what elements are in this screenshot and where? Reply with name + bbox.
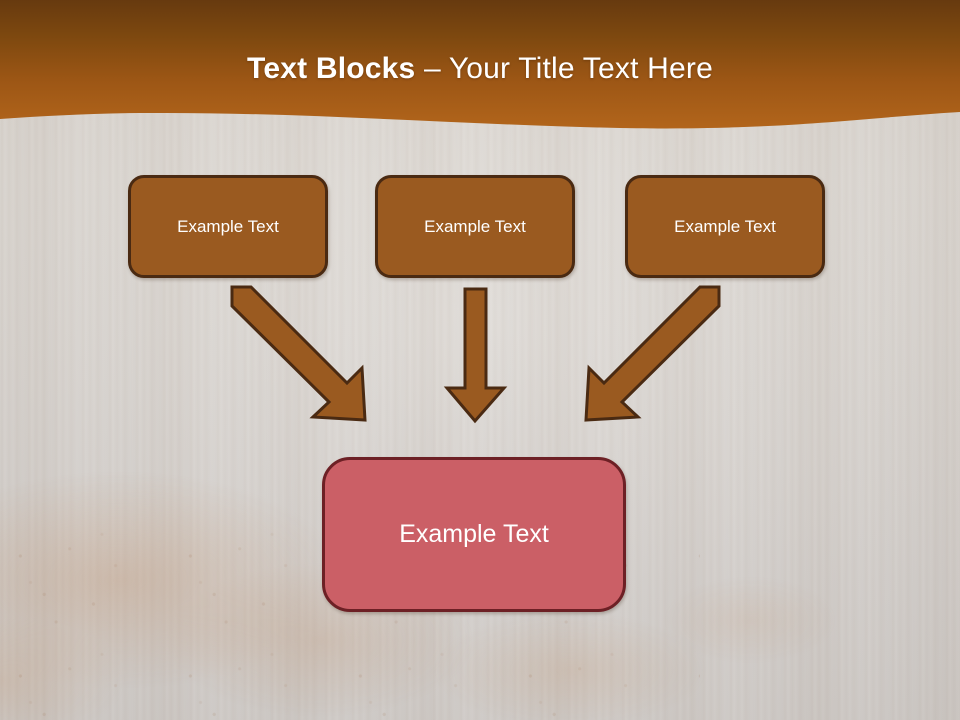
title-banner-shape [0,0,960,129]
result-text-block-label: Example Text [399,520,549,548]
page-title-strong: Text Blocks [247,52,416,85]
text-block-3-label: Example Text [674,216,776,236]
text-block-3[interactable]: Example Text [625,175,825,278]
result-text-block[interactable]: Example Text [322,457,626,612]
text-block-1-label: Example Text [177,216,279,236]
page-title-rest: – Your Title Text Here [415,52,713,85]
text-block-2[interactable]: Example Text [375,175,575,278]
page-title: Text Blocks – Your Title Text Here [0,50,960,88]
title-banner: Text Blocks – Your Title Text Here [0,0,960,135]
text-block-1[interactable]: Example Text [128,175,328,278]
text-block-2-label: Example Text [424,216,526,236]
